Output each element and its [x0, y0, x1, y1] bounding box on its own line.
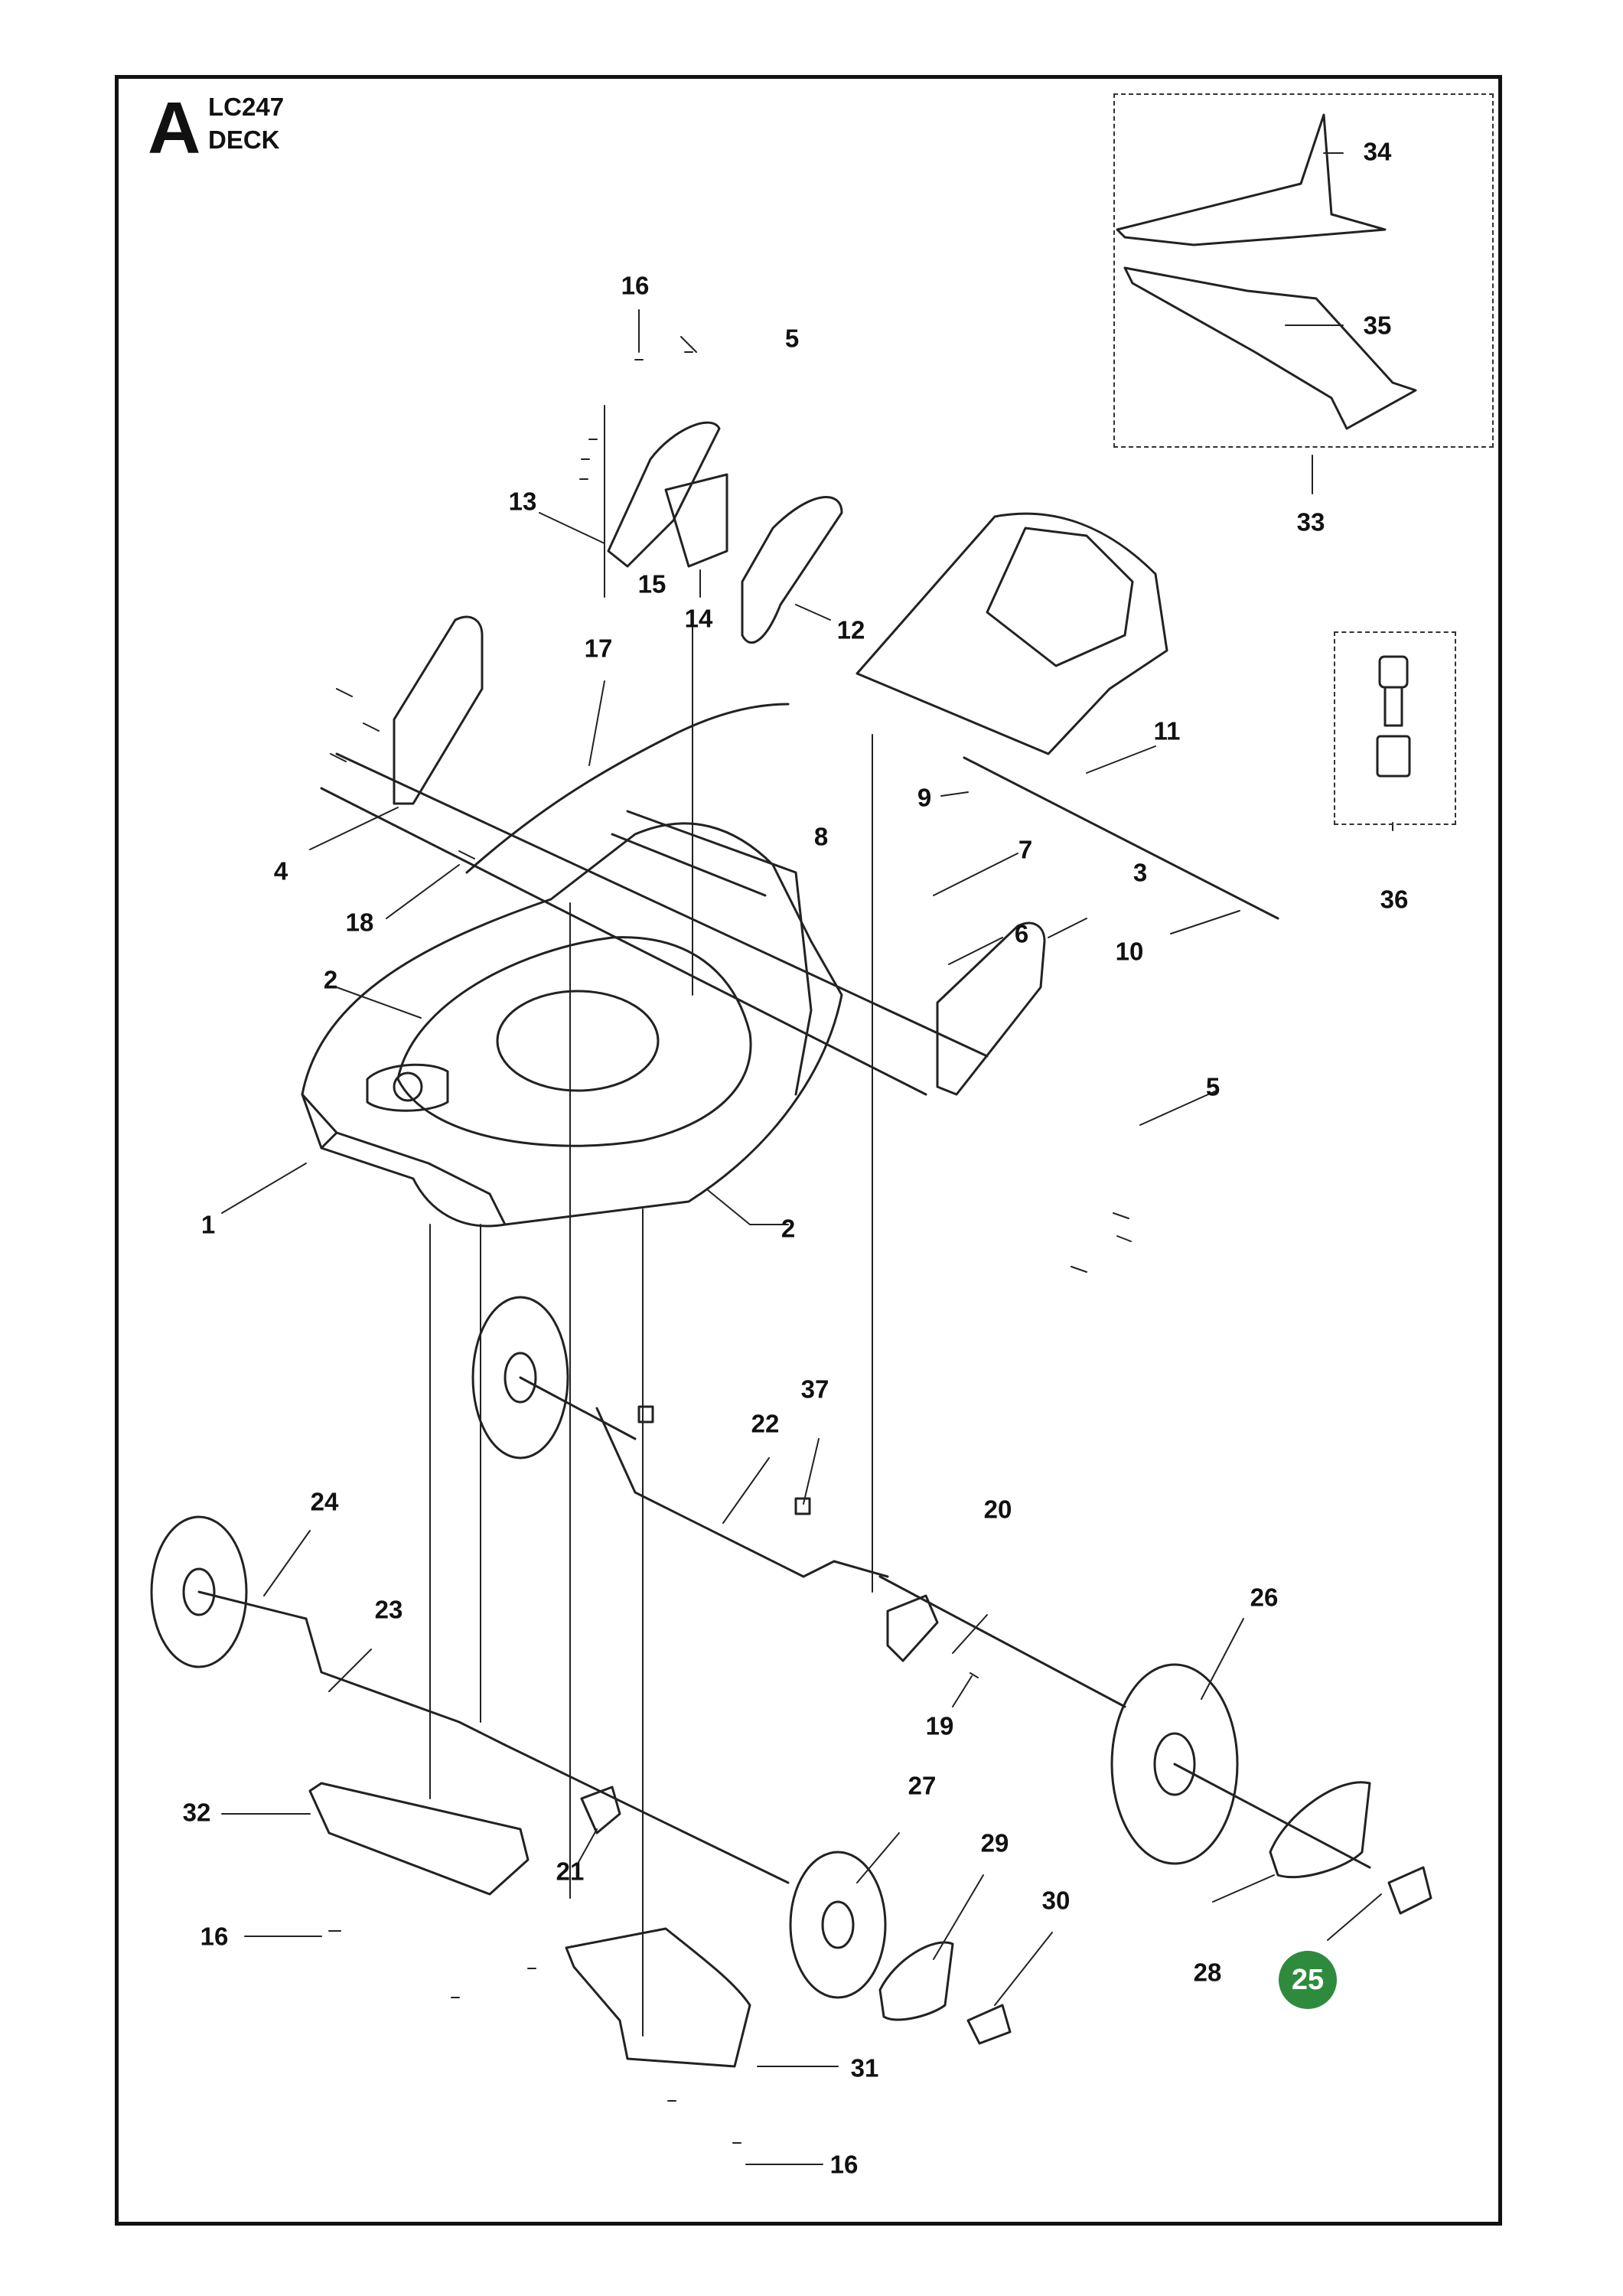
clip-37a: [637, 1405, 654, 1424]
callout-21[interactable]: 21: [556, 1857, 585, 1886]
callout-2-lower[interactable]: 2: [781, 1214, 796, 1243]
bolt-sleeve-36: [1376, 655, 1411, 778]
handle-bracket: [607, 421, 721, 568]
deck-top: [396, 936, 752, 1147]
rear-axle-23: [305, 1617, 507, 1746]
inset-bolt-kit: [1334, 631, 1456, 825]
deck-front-skirt: [301, 1093, 507, 1226]
callout-24[interactable]: 24: [310, 1487, 339, 1516]
callout-26[interactable]: 26: [1250, 1583, 1279, 1612]
callout-5-right[interactable]: 5: [1205, 1072, 1221, 1101]
left-side-bracket: [393, 615, 484, 805]
diagram-frame: [115, 75, 1502, 2226]
callout-18[interactable]: 18: [345, 908, 374, 937]
hubcap-29: [878, 1941, 954, 2021]
callout-33[interactable]: 33: [1296, 507, 1325, 536]
callout-31[interactable]: 31: [850, 2053, 879, 2082]
model-label: LC247: [208, 93, 285, 121]
brand-logo: [366, 1063, 449, 1112]
callout-10[interactable]: 10: [1115, 937, 1144, 966]
deck-opening: [496, 990, 660, 1092]
callout-16-top[interactable]: 16: [621, 271, 650, 300]
rear-right-wheel-26: [1110, 1663, 1239, 1865]
right-side-bracket: [936, 921, 1046, 1096]
axle-bracket-20: [886, 1594, 939, 1662]
callout-36[interactable]: 36: [1380, 885, 1409, 914]
callout-11[interactable]: 11: [1153, 716, 1181, 745]
callout-12[interactable]: 12: [836, 615, 865, 644]
callout-3[interactable]: 3: [1133, 858, 1148, 887]
callout-16-left[interactable]: 16: [200, 1922, 229, 1951]
callout-29[interactable]: 29: [980, 1828, 1009, 1857]
callout-34[interactable]: 34: [1363, 137, 1392, 166]
callout-2-upper[interactable]: 2: [323, 965, 338, 994]
cap-25: [1387, 1866, 1432, 1915]
blade-adapter-34: [1116, 113, 1387, 246]
hubcap-28: [1269, 1781, 1371, 1879]
front-right-wheel-27: [789, 1851, 887, 1999]
callout-35[interactable]: 35: [1363, 311, 1392, 340]
screws: [328, 351, 1132, 2144]
front-axle-22: [595, 1407, 889, 1578]
section-letter: A: [148, 87, 201, 169]
rear-left-wheel: [150, 1515, 248, 1668]
callout-8[interactable]: 8: [813, 822, 829, 851]
callout-23[interactable]: 23: [374, 1595, 403, 1624]
callout-27[interactable]: 27: [908, 1771, 937, 1800]
rear-axle-rod: [963, 756, 1279, 920]
callout-15[interactable]: 15: [637, 569, 666, 598]
callout-30[interactable]: 30: [1041, 1886, 1071, 1915]
blade-35: [1123, 266, 1417, 430]
callout-1[interactable]: 1: [200, 1210, 216, 1239]
callout-17[interactable]: 17: [584, 634, 613, 663]
callout-28[interactable]: 28: [1193, 1958, 1222, 1987]
callout-6[interactable]: 6: [1014, 919, 1029, 948]
callout-22[interactable]: 22: [751, 1409, 780, 1438]
callout-16-bottom[interactable]: 16: [829, 2150, 859, 2179]
callout-32[interactable]: 32: [182, 1798, 211, 1827]
callout-37[interactable]: 37: [800, 1375, 829, 1404]
inset-blade-kit: [1113, 93, 1494, 448]
cap-30: [966, 2004, 1012, 2045]
deck-rear-frame: [611, 810, 813, 1096]
callout-20[interactable]: 20: [983, 1495, 1012, 1524]
grass-collector-top: [855, 512, 1168, 755]
rear-guard-31: [565, 1927, 751, 2068]
section-label: DECK: [208, 126, 280, 154]
callout-14[interactable]: 14: [684, 604, 713, 633]
callout-13[interactable]: 13: [508, 487, 537, 516]
deck-body: [301, 822, 843, 1228]
callout-4[interactable]: 4: [273, 856, 288, 885]
clip-37b: [794, 1497, 811, 1515]
axle-bracket-21: [580, 1786, 621, 1835]
callout-7[interactable]: 7: [1018, 835, 1033, 864]
callout-19[interactable]: 19: [925, 1711, 954, 1740]
callout-25-highlighted[interactable]: 25: [1279, 1951, 1337, 2009]
callout-9[interactable]: 9: [917, 783, 932, 812]
front-left-wheel: [471, 1296, 569, 1459]
front-skid-32: [308, 1782, 530, 1896]
height-adjust-lever: [465, 703, 790, 874]
callout-5-top[interactable]: 5: [784, 324, 800, 353]
